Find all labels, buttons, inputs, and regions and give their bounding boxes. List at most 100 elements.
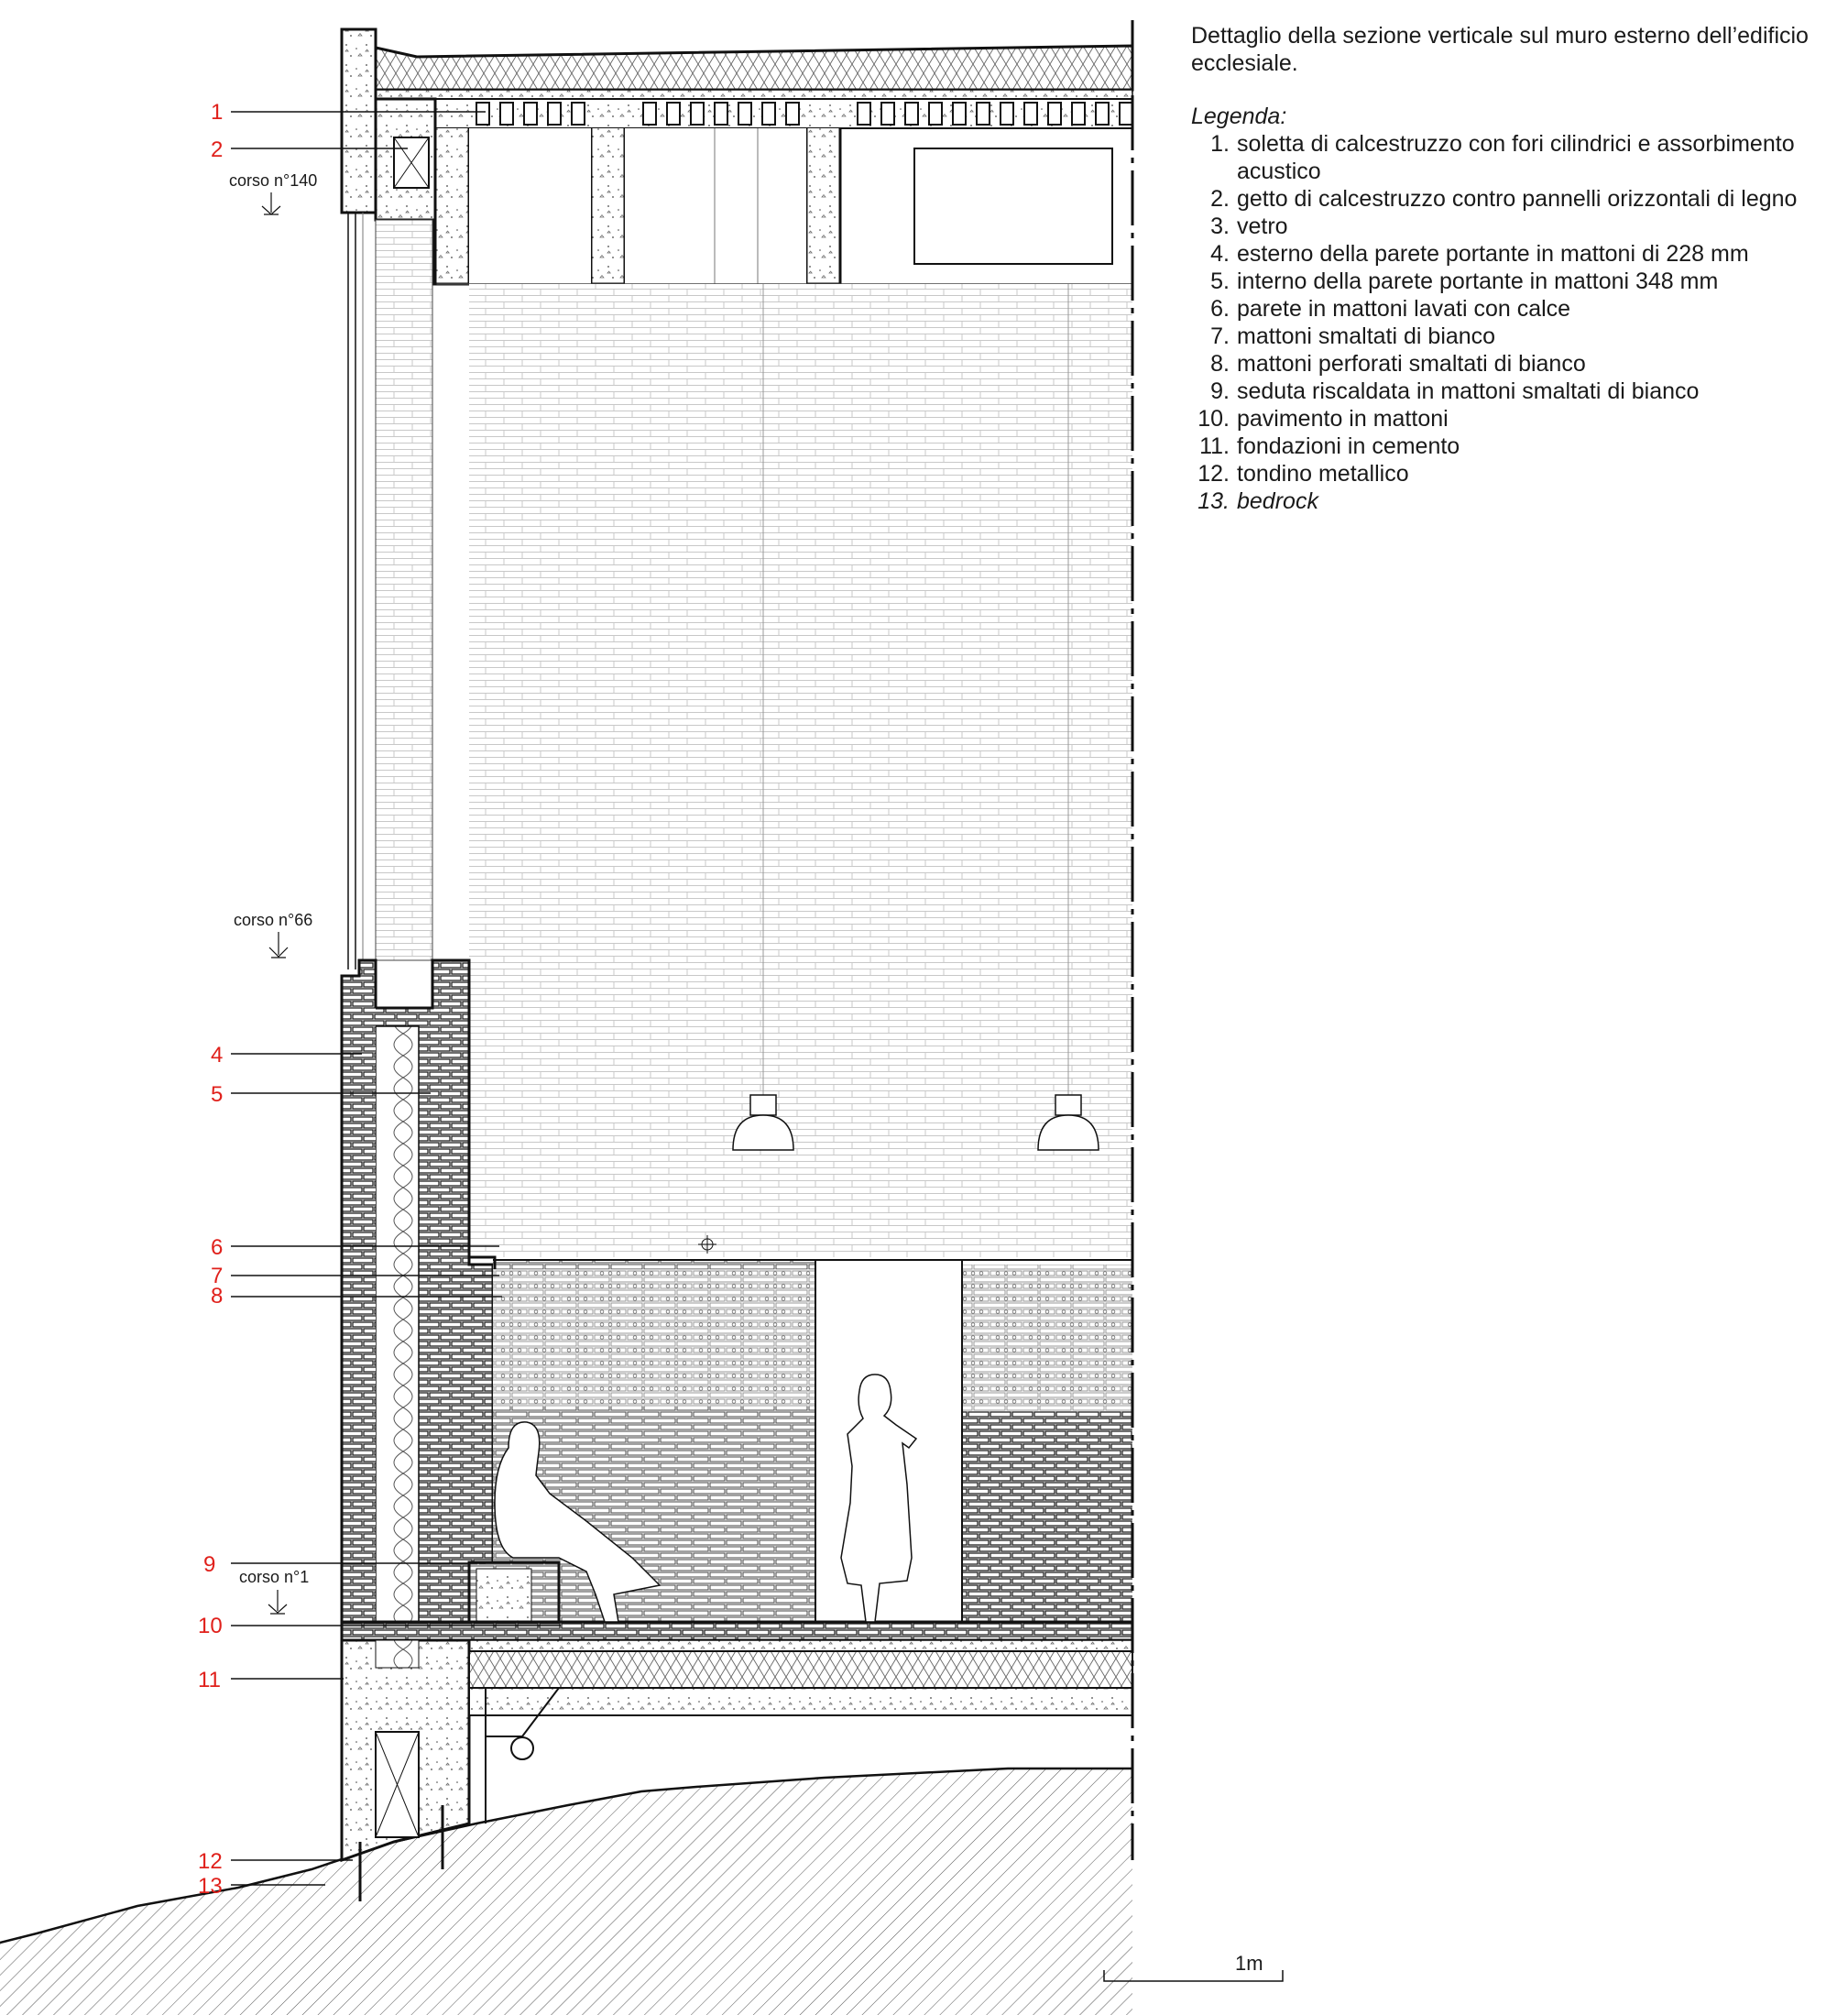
slab-hole [761, 102, 776, 126]
callout-13: 13 [198, 1874, 223, 1899]
slab-hole [1023, 102, 1038, 126]
legend-item-text: mattoni smaltati di bianco [1237, 323, 1496, 349]
legend-item: 2. getto di calcestruzzo contro pannelli … [1191, 185, 1823, 213]
scale-bar-label: 1m [1235, 1952, 1263, 1975]
slab-hole [499, 102, 514, 126]
legend-item-number: 10. [1197, 406, 1230, 432]
slab-hole [904, 102, 919, 126]
slab-hole [1071, 102, 1086, 126]
pendant-lamps [732, 284, 1099, 1151]
legend-item-text: pavimento in mattoni [1237, 406, 1449, 432]
slab-hole [976, 102, 990, 126]
load-bearing-wall [340, 958, 495, 1624]
legend-item-number: 3. [1210, 214, 1230, 239]
legend-item: 10. pavimento in mattoni [1191, 405, 1823, 433]
callout-5: 5 [211, 1082, 223, 1107]
callout-2: 2 [211, 137, 223, 162]
slab-hole [928, 102, 943, 126]
legend-item: 7. mattoni smaltati di bianco [1191, 323, 1823, 350]
legend-item-text: getto di calcestruzzo contro pannelli or… [1237, 186, 1798, 212]
legend-item-number: 11. [1199, 433, 1230, 459]
scale-bar: 1m [1103, 1952, 1284, 1982]
legend-item-number: 4. [1210, 241, 1230, 267]
level-label-140: corso n°140 [229, 171, 317, 190]
standing-figure [840, 1374, 918, 1623]
legend-item-number: 12. [1197, 461, 1230, 487]
glazing [347, 213, 433, 969]
legend-item-number: 7. [1210, 323, 1230, 349]
slab-hole [1047, 102, 1062, 126]
legend-item: 1. soletta di calcestruzzo con fori cilin… [1191, 130, 1823, 185]
seated-figure [494, 1421, 662, 1623]
slab-hole [857, 102, 871, 126]
legend-item-text: fondazioni in cemento [1237, 433, 1460, 459]
legend-item-text: vetro [1237, 214, 1288, 239]
legend-item: 6. parete in mattoni lavati con calce [1191, 295, 1823, 323]
callout-10: 10 [198, 1614, 223, 1638]
interior-brick-wall [469, 284, 1132, 1257]
level-markers: corso n°140 corso n°66 corso n°1 [229, 171, 317, 1615]
level-arrow-icon [268, 932, 289, 958]
callout-8: 8 [211, 1284, 223, 1309]
foundations [340, 1638, 1133, 1863]
level-arrow-icon [261, 192, 281, 215]
legend-item-text: bedrock [1237, 488, 1318, 514]
callout-6: 6 [211, 1235, 223, 1260]
parapet [340, 27, 437, 286]
callout-1: 1 [211, 100, 223, 125]
legend-item-number: 5. [1210, 268, 1230, 294]
legend-item-number: 8. [1210, 351, 1230, 377]
slab-hole [1000, 102, 1014, 126]
legend-item: 8. mattoni perforati smaltati di bianco [1191, 350, 1823, 378]
bedrock [0, 1767, 1132, 2015]
slab-hole [666, 102, 681, 126]
callout-leaders [231, 111, 561, 1886]
heated-seat [467, 1561, 561, 1628]
legend-item-number: 9. [1210, 378, 1230, 404]
rebar [358, 1805, 444, 1901]
legend-item-text: esterno della parete portante in mattoni… [1237, 241, 1749, 267]
callout-9: 9 [203, 1552, 215, 1577]
slab-hole [523, 102, 538, 126]
crosshair-icon [698, 1235, 716, 1254]
slab-hole [1119, 102, 1133, 126]
caption-title: Dettaglio della sezione verticale sul mu… [1191, 23, 1809, 76]
legend-item: 13. bedrock [1191, 487, 1823, 515]
legend-item: 3. vetro [1191, 213, 1823, 240]
legend-item: 12. tondino metallico [1191, 460, 1823, 487]
slab-hole [738, 102, 752, 126]
legend-item-text: interno della parete portante in mattoni… [1237, 268, 1719, 294]
slab-hole [880, 102, 895, 126]
slab-hole [714, 102, 728, 126]
legend-item-text: tondino metallico [1237, 461, 1409, 487]
caption: Dettaglio della sezione verticale sul mu… [1191, 22, 1823, 515]
legend-title: Legenda: [1191, 104, 1287, 129]
legend-item-number: 13. [1197, 488, 1230, 514]
callout-numbers: 1 2 4 5 6 7 8 9 10 11 12 13 [198, 100, 223, 1899]
roof-build-up [374, 44, 1134, 100]
legend-item: 4. esterno della parete portante in matto… [1191, 240, 1823, 268]
legend-item-text: parete in mattoni lavati con calce [1237, 296, 1571, 322]
legend-list: 1. soletta di calcestruzzo con fori cilin… [1191, 130, 1823, 515]
slab-hole [476, 102, 490, 126]
legend-item-text: seduta riscaldata in mattoni smaltati di… [1237, 378, 1700, 404]
slab-hole [547, 102, 562, 126]
legend-item: 11. fondazioni in cemento [1191, 433, 1823, 460]
legend-item: 5. interno della parete portante in matto… [1191, 268, 1823, 295]
slab-hole [1095, 102, 1110, 126]
roof-slab [375, 98, 1133, 286]
callout-12: 12 [198, 1849, 223, 1874]
legend-item-number: 6. [1210, 296, 1230, 322]
legend-item: 9. seduta riscaldata in mattoni smaltati … [1191, 378, 1823, 405]
slab-hole [952, 102, 967, 126]
slab-hole [690, 102, 705, 126]
slab-hole [642, 102, 657, 126]
callout-11: 11 [198, 1668, 221, 1692]
lower-interior-wall [469, 1255, 1132, 1627]
legend-item-text: soletta di calcestruzzo con fori cilindr… [1237, 131, 1795, 184]
legend-item-number: 1. [1210, 131, 1230, 157]
legend-item-text: mattoni perforati smaltati di bianco [1237, 351, 1586, 377]
callout-4: 4 [211, 1043, 223, 1068]
legend-item-number: 2. [1210, 186, 1230, 212]
